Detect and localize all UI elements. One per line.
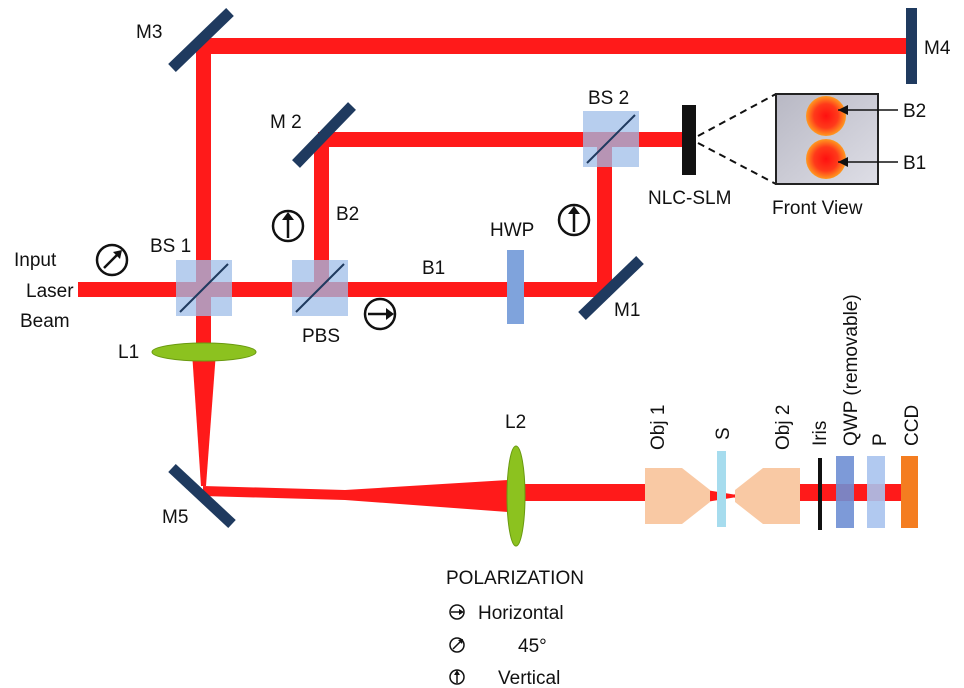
- label-polarizer: P: [870, 433, 891, 446]
- beam-l2-to-obj1: [508, 484, 650, 501]
- objective-obj2: [735, 468, 800, 524]
- label-qwp: QWP (removable): [841, 294, 862, 446]
- beam-splitter-bs2: [583, 111, 639, 167]
- label-input-line2: Laser: [26, 281, 74, 302]
- beam-m3-to-m4: [198, 38, 910, 54]
- half-wave-plate: [507, 250, 524, 324]
- label-m3: M3: [136, 22, 162, 43]
- label-hwp: HWP: [490, 220, 534, 241]
- polarizing-beam-splitter-pbs: [292, 260, 348, 316]
- label-obj1: Obj 1: [648, 405, 669, 450]
- label-m2: M 2: [270, 112, 302, 133]
- label-b1-spot: B1: [903, 153, 926, 174]
- legend-horizontal-icon: [449, 604, 465, 620]
- polarization-indicator-vertical-b2: [271, 209, 305, 243]
- mirror-m5: [168, 463, 236, 529]
- lens-l1: [151, 342, 257, 362]
- polarizer-p: [867, 456, 885, 528]
- iris: [818, 458, 822, 530]
- legend-45-icon: [449, 637, 465, 653]
- quarter-wave-plate: [836, 456, 854, 528]
- pointer-b1-arrowhead: [838, 157, 848, 167]
- label-front-view: Front View: [772, 198, 863, 219]
- label-pbs: PBS: [302, 326, 340, 347]
- label-b2-spot: B2: [903, 101, 926, 122]
- mirror-m4: [906, 8, 917, 84]
- label-input-line1: Input: [14, 250, 57, 271]
- nlc-slm: [682, 105, 696, 175]
- label-b1-path: B1: [422, 258, 445, 279]
- ccd-camera: [901, 456, 918, 528]
- label-slm: NLC-SLM: [648, 188, 731, 209]
- label-m5: M5: [162, 507, 188, 528]
- label-ccd: CCD: [902, 405, 923, 446]
- polarization-indicator-horizontal-b1: [363, 297, 397, 331]
- beam-splitters: [176, 111, 639, 316]
- beam-pbs-to-m2: [314, 138, 329, 290]
- label-bs2: BS 2: [588, 88, 629, 109]
- legend-vertical-icon: [449, 669, 465, 685]
- label-iris: Iris: [810, 421, 831, 446]
- legend-title: POLARIZATION: [446, 568, 584, 589]
- polarization-legend: POLARIZATION Horizontal 45° Vertical: [446, 568, 584, 688]
- front-view-spot-b2: [806, 96, 846, 136]
- legend-horizontal-label: Horizontal: [478, 603, 564, 624]
- label-m1: M1: [614, 300, 640, 321]
- mirror-m3: [168, 8, 234, 72]
- label-l1: L1: [118, 342, 139, 363]
- polarization-indicator-45-input: [95, 243, 129, 277]
- beam-splitter-bs1: [176, 260, 232, 316]
- front-view-guide-bottom: [697, 142, 777, 185]
- mirror-m1: [578, 256, 644, 320]
- label-b2-path: B2: [336, 204, 359, 225]
- mirror-m2: [292, 102, 356, 168]
- lens-l2: [506, 445, 526, 547]
- mirrors: [168, 8, 917, 529]
- label-obj2: Obj 2: [773, 405, 794, 450]
- polarization-indicator-vertical-after-hwp: [557, 203, 591, 237]
- label-bs1: BS 1: [150, 236, 191, 257]
- pointer-b2-arrowhead: [838, 105, 848, 115]
- sample-s: [717, 451, 726, 527]
- beam-m1-to-bs2: [597, 140, 612, 290]
- beam-m5-to-l2: [203, 480, 508, 512]
- label-sample: S: [713, 427, 734, 440]
- legend-vertical-label: Vertical: [498, 668, 560, 688]
- front-view-guide-top: [697, 93, 777, 137]
- label-l2: L2: [505, 412, 526, 433]
- beam-l1-focus-to-m5: [192, 352, 216, 486]
- front-view-spot-b1: [806, 139, 846, 179]
- legend-45-label: 45°: [518, 636, 547, 657]
- label-m4: M4: [924, 38, 951, 59]
- label-input-line3: Beam: [20, 311, 70, 332]
- objective-obj1: [645, 468, 710, 524]
